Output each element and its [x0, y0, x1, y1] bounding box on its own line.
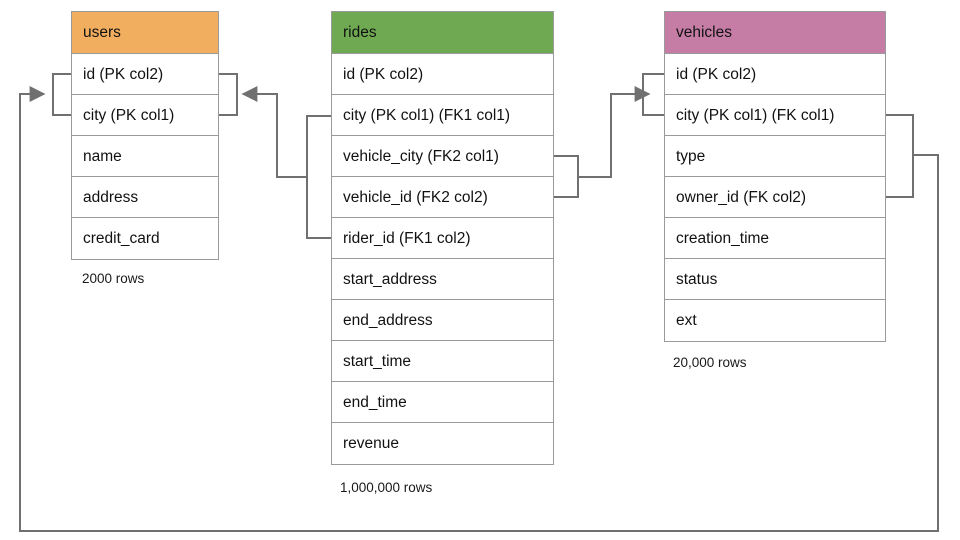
- edge-rides-to-vehicles: [554, 73, 664, 198]
- table-users-column-credit-card[interactable]: credit_card: [83, 230, 160, 247]
- table-rides-title: rides: [332, 12, 553, 54]
- table-rides-column-city[interactable]: city (PK col1) (FK1 col1): [332, 95, 553, 136]
- table-users-column-city[interactable]: city (PK col1): [72, 95, 218, 136]
- table-vehicles-row-count: 20,000 rows: [673, 355, 747, 370]
- table-vehicles-title: vehicles: [665, 12, 885, 54]
- table-rides-column-id[interactable]: id (PK col2): [332, 54, 553, 95]
- table-rides-column-end-address[interactable]: end_address: [332, 300, 553, 341]
- table-vehicles[interactable]: vehicles id (PK col2) city (PK col1) (FK…: [664, 11, 886, 342]
- table-users[interactable]: users id (PK col2) city (PK col1) name a…: [71, 11, 219, 260]
- table-rides[interactable]: rides id (PK col2) city (PK col1) (FK1 c…: [331, 11, 554, 465]
- table-rides-column-revenue[interactable]: revenue: [343, 435, 400, 452]
- table-users-title: users: [72, 12, 218, 54]
- table-vehicles-column-status[interactable]: status: [665, 259, 885, 300]
- table-vehicles-column-ext[interactable]: ext: [676, 312, 697, 329]
- edge-rides-to-users: [219, 73, 331, 239]
- table-rides-column-end-time[interactable]: end_time: [332, 382, 553, 423]
- table-rides-column-start-address[interactable]: start_address: [332, 259, 553, 300]
- table-users-column-id[interactable]: id (PK col2): [72, 54, 218, 95]
- table-vehicles-column-id[interactable]: id (PK col2): [665, 54, 885, 95]
- table-users-column-name[interactable]: name: [72, 136, 218, 177]
- table-vehicles-column-creation-time[interactable]: creation_time: [665, 218, 885, 259]
- table-vehicles-column-city[interactable]: city (PK col1) (FK col1): [665, 95, 885, 136]
- table-vehicles-column-owner-id[interactable]: owner_id (FK col2): [665, 177, 885, 218]
- table-rides-row-count: 1,000,000 rows: [340, 480, 433, 495]
- table-rides-column-vehicle-city[interactable]: vehicle_city (FK2 col1): [332, 136, 553, 177]
- table-users-row-count: 2000 rows: [82, 271, 145, 286]
- table-rides-column-vehicle-id[interactable]: vehicle_id (FK2 col2): [332, 177, 553, 218]
- table-vehicles-column-type[interactable]: type: [665, 136, 885, 177]
- table-rides-column-rider-id[interactable]: rider_id (FK1 col2): [332, 218, 553, 259]
- table-users-column-address[interactable]: address: [72, 177, 218, 218]
- table-rides-column-start-time[interactable]: start_time: [332, 341, 553, 382]
